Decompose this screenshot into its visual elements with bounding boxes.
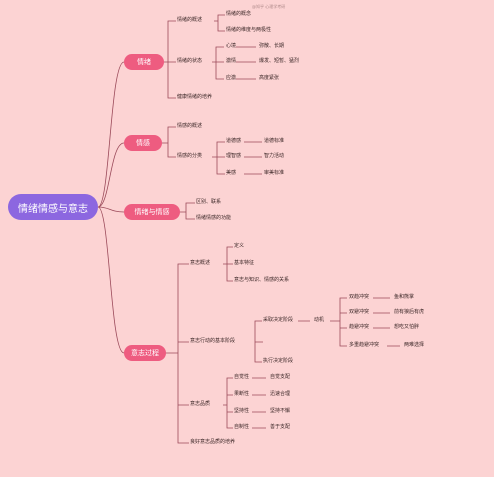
node-emotion-states[interactable]: 情绪的状态 <box>177 58 203 64</box>
node-passion[interactable]: 激情 <box>226 58 237 64</box>
connector-root-b3 <box>97 206 125 213</box>
node-will-quality[interactable]: 意志品质 <box>190 401 211 407</box>
node-quality-1-desc[interactable]: 自觉支配 <box>270 374 291 380</box>
node-quality-1[interactable]: 自觉性 <box>234 374 250 380</box>
node-quality-4[interactable]: 自制性 <box>234 424 250 430</box>
node-quality-2-desc[interactable]: 迅速合理 <box>270 391 291 397</box>
node-stress[interactable]: 应激 <box>226 75 237 81</box>
node-quality-2[interactable]: 果断性 <box>234 391 250 397</box>
node-moral-desc[interactable]: 道德标准 <box>264 138 285 144</box>
node-conflict-4-desc[interactable]: 两难选择 <box>404 342 425 348</box>
node-rational[interactable]: 理智感 <box>226 153 242 159</box>
node-conflict-3[interactable]: 趋避冲突 <box>349 324 370 330</box>
node-conflict-1-desc[interactable]: 鱼和熊掌 <box>394 294 415 300</box>
node-feeling-overview[interactable]: 情感的概述 <box>177 123 203 129</box>
node-rational-desc[interactable]: 智力活动 <box>264 153 285 159</box>
node-conflict-2[interactable]: 双避冲突 <box>349 309 370 315</box>
node-will-definition[interactable]: 定义 <box>234 243 245 249</box>
node-stress-desc[interactable]: 高度紧张 <box>259 75 280 81</box>
branch-emotion[interactable]: 情绪 <box>124 54 164 70</box>
node-aesthetic[interactable]: 美感 <box>226 170 237 176</box>
node-will-stages[interactable]: 意志行动的基本阶段 <box>190 338 236 344</box>
node-mood[interactable]: 心境 <box>226 43 237 49</box>
branch-feeling[interactable]: 情感 <box>124 135 162 151</box>
node-conflict-1[interactable]: 双趋冲突 <box>349 294 370 300</box>
node-emotion-concept[interactable]: 情绪的概念 <box>226 11 252 17</box>
branch-emotion-and-feeling[interactable]: 情绪与情感 <box>124 204 180 220</box>
node-will-features[interactable]: 基本特征 <box>234 260 255 266</box>
node-feeling-types[interactable]: 情感的分类 <box>177 153 203 159</box>
node-motive[interactable]: 动机 <box>314 317 325 323</box>
connector-root-b2 <box>97 142 125 208</box>
node-emotion-dimension[interactable]: 情绪的维度与两极性 <box>226 27 272 33</box>
node-healthy-emotion[interactable]: 健康情绪的培养 <box>177 94 213 100</box>
node-execute-stage[interactable]: 执行决定阶段 <box>263 358 294 364</box>
node-quality-3[interactable]: 坚持性 <box>234 408 250 414</box>
node-conflict-3-desc[interactable]: 想吃又怕胖 <box>394 324 420 330</box>
node-difference[interactable]: 区别、联系 <box>196 199 222 205</box>
root-topic[interactable]: 情绪情感与意志 <box>8 194 98 220</box>
node-cultivate-will[interactable]: 良好意志品质的培养 <box>190 439 236 445</box>
node-will-overview[interactable]: 意志概述 <box>190 260 211 266</box>
node-decision-stage[interactable]: 采取决定阶段 <box>263 317 294 323</box>
node-function[interactable]: 情绪情感的功能 <box>196 215 232 221</box>
node-emotion-overview[interactable]: 情绪的概述 <box>177 17 203 23</box>
node-conflict-4[interactable]: 多重趋避冲突 <box>349 342 380 348</box>
node-passion-desc[interactable]: 爆发、短暂、猛烈 <box>259 58 300 64</box>
branch-will-process[interactable]: 意志过程 <box>124 345 166 361</box>
node-quality-3-desc[interactable]: 坚持不懈 <box>270 408 291 414</box>
node-mood-desc[interactable]: 弥散、长期 <box>259 43 285 49</box>
connector-root-b1 <box>97 61 125 208</box>
connector-root-b4 <box>97 206 125 354</box>
node-moral[interactable]: 道德感 <box>226 138 242 144</box>
node-will-relation[interactable]: 意志与知识、情感的关系 <box>234 277 290 283</box>
node-quality-4-desc[interactable]: 善于支配 <box>270 424 291 430</box>
node-aesthetic-desc[interactable]: 审美标准 <box>264 170 285 176</box>
node-conflict-2-desc[interactable]: 前有狼后有虎 <box>394 309 425 315</box>
watermark: @知乎 心理学考研 <box>252 4 286 9</box>
